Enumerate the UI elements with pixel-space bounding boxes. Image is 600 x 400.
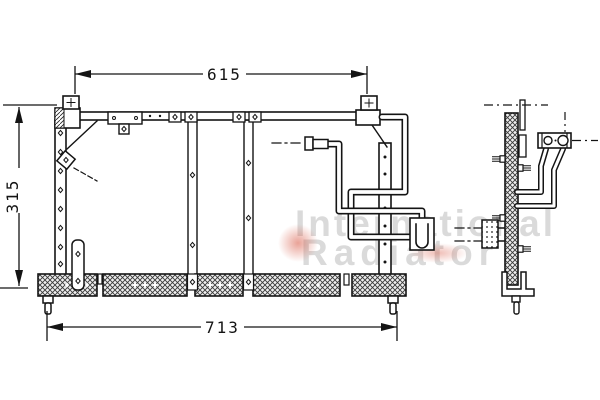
arrowhead-right (351, 70, 367, 78)
side-pipes (514, 146, 566, 209)
front-view (37, 95, 483, 315)
mounting-tab (168, 111, 262, 123)
cross-hole (364, 98, 374, 108)
dim-label-713: 713 (205, 318, 240, 337)
port-hole (543, 135, 553, 146)
extension-ticks (46, 311, 398, 341)
pipes (322, 113, 426, 241)
side-fitting-block (537, 112, 598, 149)
right-header-strip (371, 124, 392, 284)
arrowhead-left (47, 323, 63, 331)
top-mounting-bar (65, 111, 373, 135)
side-small-plate (518, 134, 527, 158)
dimension-bottom-width: 713 (46, 311, 398, 341)
mounting-foot-left (42, 295, 54, 315)
corner-chamfer (66, 120, 98, 150)
side-core-bar (504, 112, 519, 286)
dim-label-615: 615 (207, 65, 242, 84)
strap-bracket (71, 239, 85, 291)
inlet-stub (271, 136, 329, 151)
top-right-bracket (355, 95, 381, 126)
corner-chamfer (371, 124, 388, 148)
cross-hole (66, 98, 76, 107)
pipe-inlet (322, 140, 426, 231)
bottom-mounting-bar (37, 273, 407, 297)
side-top-plate (519, 99, 526, 131)
tilted-fitting (55, 149, 98, 182)
receiver-block (481, 219, 505, 249)
side-view (481, 99, 598, 315)
top-left-bracket (54, 95, 81, 129)
pipe-outlet (347, 113, 418, 241)
extension-ticks (74, 66, 368, 94)
arrowhead-down (15, 270, 23, 286)
mounting-foot-right (387, 295, 399, 315)
bar-tab (343, 273, 350, 286)
arrowhead-right (381, 323, 397, 331)
watermark-red-logo (278, 224, 318, 262)
extension-ticks (0, 104, 57, 289)
dimension-top-width: 615 (74, 65, 368, 94)
outlet-fitting (409, 217, 483, 251)
arrowhead-up (15, 107, 23, 123)
arrowhead-left (75, 70, 91, 78)
port-hole (557, 134, 569, 147)
rib-foot (242, 273, 255, 291)
side-bottom-bracket (501, 271, 535, 315)
vertical-rib-2 (243, 119, 254, 281)
bar-tab (97, 273, 103, 285)
t-bracket (107, 111, 143, 135)
dimension-left-height: 315 (0, 104, 57, 289)
dim-label-315: 315 (3, 179, 22, 214)
rib-foot (186, 273, 199, 291)
vertical-rib-1 (187, 119, 198, 281)
leader-line (73, 167, 98, 182)
